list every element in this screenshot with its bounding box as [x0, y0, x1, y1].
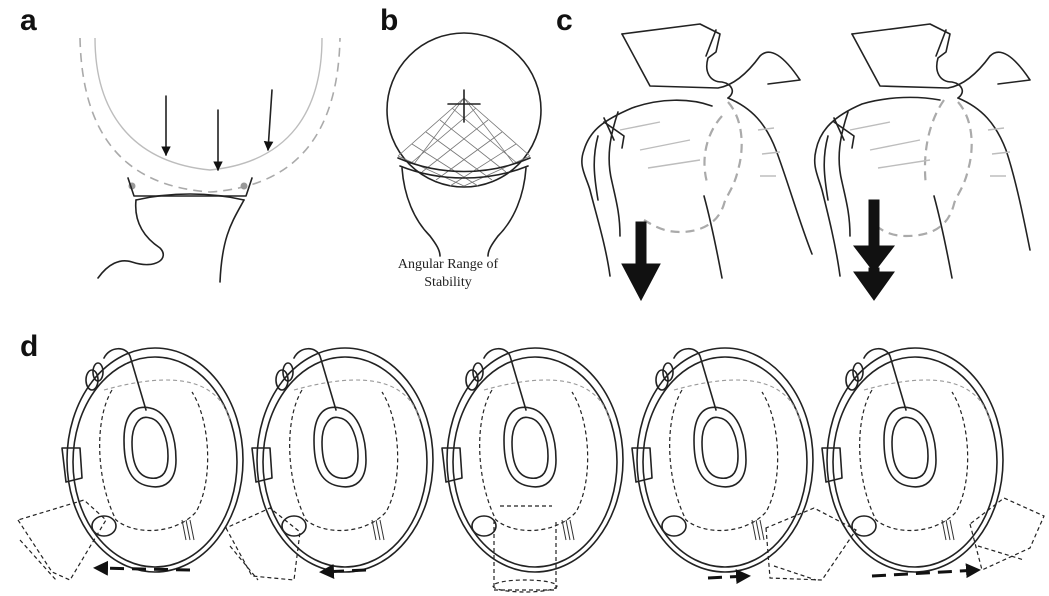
humerus-arm-4 [766, 508, 856, 580]
biceps-tendon [104, 349, 146, 410]
glenoid-neck-right [220, 200, 244, 282]
panel-d-frame-3 [442, 348, 623, 572]
glenoid-fossa-inner [132, 417, 168, 478]
humerus-shaft-2 [934, 196, 952, 278]
panel-a-drawing [80, 38, 340, 282]
glenoid-neck-left [98, 200, 163, 278]
humeral-head-dashed [80, 38, 340, 192]
panel-d-arm-4 [708, 508, 856, 580]
panel-c-left [582, 24, 812, 300]
anchor-ring [92, 516, 116, 536]
suture-ticks [182, 520, 194, 540]
glenoid-rim-outer [67, 348, 243, 572]
traction-arrow-single [622, 222, 660, 300]
capsule-dashed-left-inner [704, 116, 722, 186]
acromion-edge [706, 30, 716, 56]
panel-d-arm-2 [226, 508, 366, 580]
capsule-dashed [100, 390, 208, 530]
panel-d-frame-2 [252, 348, 433, 572]
traction-arrow-double-top [854, 200, 894, 272]
panel-b-drawing [387, 33, 541, 256]
panel-d-frame-4 [632, 348, 813, 572]
glenoid-surface [136, 194, 244, 200]
panel-d-frame-5 [822, 348, 1003, 572]
compression-arrow-3 [268, 90, 272, 150]
panel-d-frame-1 [62, 348, 243, 572]
humerus-arm-1-edge [20, 540, 56, 580]
acromion-edge-2 [936, 30, 946, 56]
humerus-arm-2-edge [230, 546, 258, 580]
anchor-block [62, 448, 82, 482]
panel-d-arm-3 [493, 506, 557, 592]
labrum-dot-right [241, 183, 248, 190]
humeral-head-solid [95, 38, 322, 170]
humerus-shaft [704, 196, 722, 278]
panel-c-right [815, 24, 1030, 300]
capsule-dashed-right-inner [925, 100, 944, 186]
panel-d-arm-1 [18, 500, 190, 580]
glenoid-rim-inner [73, 357, 237, 567]
muscle-fibers-left [620, 122, 780, 176]
traction-arrow-double-bottom [854, 268, 894, 300]
humerus-outline-left [582, 100, 712, 276]
rotation-arrow-4 [708, 576, 748, 578]
humerus-arm-4-edge [774, 566, 816, 580]
humerus-arm-2 [226, 508, 300, 580]
humerus-arm-5-edge [978, 546, 1024, 560]
